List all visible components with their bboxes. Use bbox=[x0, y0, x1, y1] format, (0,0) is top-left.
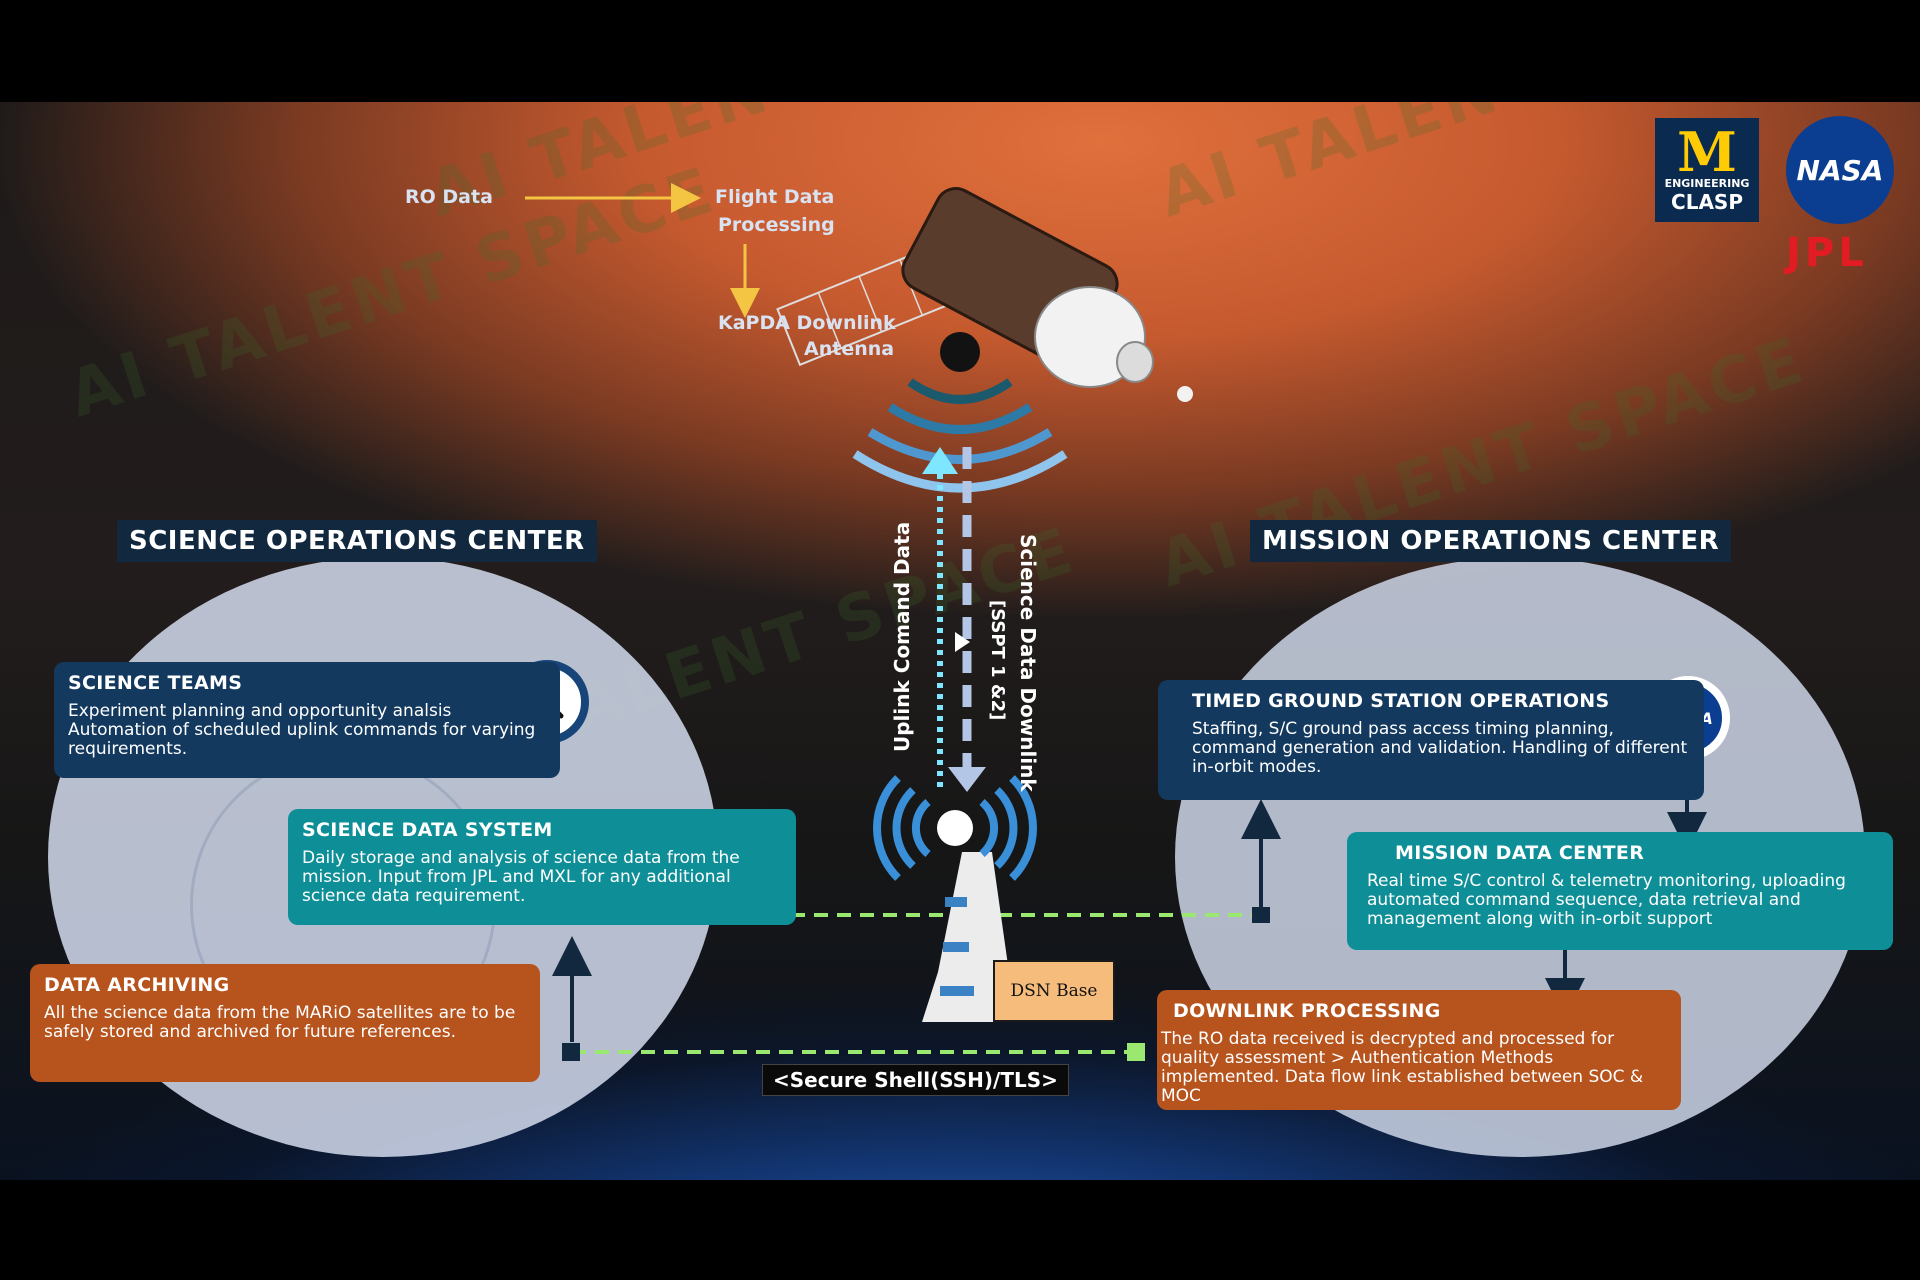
satellite-illustration bbox=[776, 187, 1193, 493]
play-marker bbox=[955, 632, 970, 652]
science-teams-title: SCIENCE TEAMS bbox=[68, 672, 243, 694]
downlink-processing-body: The RO data received is decrypted and pr… bbox=[1161, 1029, 1644, 1106]
ssh-link-label: <Secure Shell(SSH)/TLS> bbox=[762, 1064, 1069, 1096]
science-data-system-title: SCIENCE DATA SYSTEM bbox=[302, 819, 553, 841]
flight-data-label-line2: Processing bbox=[718, 214, 835, 236]
downlink-processing-title: DOWNLINK PROCESSING bbox=[1173, 1000, 1441, 1022]
dsn-tower bbox=[872, 775, 1038, 1022]
timed-ground-title: TIMED GROUND STATION OPERATIONS bbox=[1192, 690, 1610, 712]
science-data-system-box: SCIENCE DATA SYSTEM Daily storage and an… bbox=[288, 809, 796, 925]
link-node bbox=[1252, 907, 1270, 923]
jpl-logo: JPL bbox=[1786, 230, 1868, 276]
mission-data-center-title: MISSION DATA CENTER bbox=[1395, 842, 1645, 864]
flight-data-label: Flight Data bbox=[715, 186, 835, 208]
timed-ground-body: Staffing, S/C ground pass access timing … bbox=[1192, 719, 1688, 777]
satellite-body bbox=[901, 187, 1193, 402]
signal-waves bbox=[852, 378, 1068, 493]
mission-data-center-box: MISSION DATA CENTER Real time S/C contro… bbox=[1347, 832, 1893, 950]
mission-data-center-body: Real time S/C control & telemetry monito… bbox=[1367, 871, 1846, 929]
science-teams-body: Experiment planning and opportunity anal… bbox=[68, 701, 536, 759]
downlink-arrowhead bbox=[948, 767, 986, 792]
umich-clasp-logo: M ENGINEERING CLASP bbox=[1655, 118, 1759, 222]
uplink-label: Uplink Comand Data bbox=[890, 521, 914, 752]
downlink-sub-label: [SSPT 1 &2] bbox=[987, 600, 1008, 721]
connector-overlay bbox=[525, 183, 1707, 1061]
umich-clasp: CLASP bbox=[1671, 189, 1743, 214]
ro-data-label: RO Data bbox=[405, 186, 493, 208]
science-data-system-body: Daily storage and analysis of science da… bbox=[302, 848, 740, 906]
dsn-base-label: DSN Base bbox=[993, 960, 1115, 1022]
diagram-canvas: AI TALENT SPACE AI TALENT SPACE AI TALEN… bbox=[0, 102, 1920, 1180]
science-teams-box: SCIENCE TEAMS Experiment planning and op… bbox=[54, 662, 560, 778]
link-node bbox=[1127, 1043, 1145, 1061]
nasa-logo: NASA bbox=[1786, 116, 1894, 224]
umich-engineering: ENGINEERING bbox=[1664, 176, 1750, 190]
data-archiving-box: DATA ARCHIVING All the science data from… bbox=[30, 964, 540, 1082]
data-archiving-body: All the science data from the MARiO sate… bbox=[44, 1003, 516, 1042]
link-node bbox=[562, 1043, 580, 1061]
kapda-label-line2: Antenna bbox=[804, 338, 895, 360]
nasa-logo-text: NASA bbox=[1796, 153, 1884, 187]
umich-letter: M bbox=[1677, 119, 1737, 184]
antenna-dish bbox=[940, 332, 980, 372]
kapda-label: KaPDA Downlink bbox=[718, 312, 896, 334]
uplink-arrowhead bbox=[922, 447, 958, 474]
timed-ground-box: TIMED GROUND STATION OPERATIONS Staffing… bbox=[1158, 680, 1704, 800]
downlink-label: Science Data Downlink bbox=[1016, 534, 1040, 792]
soc-title: SCIENCE OPERATIONS CENTER bbox=[117, 520, 597, 562]
moc-title: MISSION OPERATIONS CENTER bbox=[1250, 520, 1732, 562]
downlink-processing-box: DOWNLINK PROCESSING The RO data received… bbox=[1157, 990, 1681, 1110]
data-archiving-title: DATA ARCHIVING bbox=[44, 974, 230, 996]
